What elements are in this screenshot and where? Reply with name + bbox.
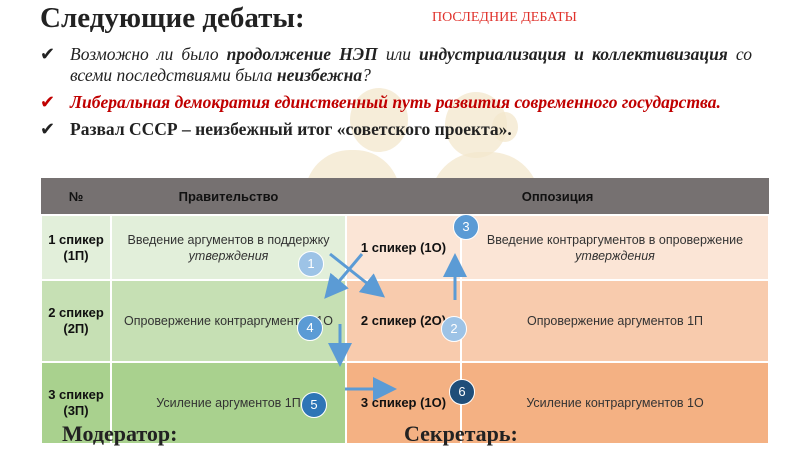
opp-speaker-cell: 1 спикер (1О)	[345, 214, 462, 281]
header-opposition: Оппозиция	[346, 178, 770, 215]
step-4-badge: 4	[297, 315, 323, 341]
topic-list: ✔ Возможно ли было продолжение НЭП или ин…	[40, 44, 752, 146]
gov-task-cell: Введение аргументов в поддержку утвержде…	[110, 214, 347, 281]
opp-task-cell: Усиление контраргументов 1О	[459, 361, 771, 445]
gov-speaker-cell: 2 спикер (2П)	[40, 279, 112, 363]
topic-text: Возможно ли было	[70, 44, 227, 64]
gov-speaker-cell: 3 спикер (3П)	[40, 361, 112, 445]
topic-text: ?	[362, 65, 371, 85]
figure-right-hand	[492, 112, 518, 142]
topic-item-ussr: ✔ Развал СССР – неизбежный итог «советско…	[40, 119, 752, 140]
gov-task-text: Введение аргументов в поддержку	[127, 232, 330, 247]
opp-task-cell: Введение контраргументов в опровержение …	[459, 214, 771, 281]
opp-task-text: Введение контраргументов в опровержение	[486, 232, 744, 247]
table-row: 3 спикер (3П) Усиление аргументов 1П 3 с…	[40, 361, 771, 445]
debate-table: № Правительство Оппозиция 1 спикер (1П) …	[40, 178, 771, 445]
last-debates-tag: ПОСЛЕДНИЕ ДЕБАТЫ	[432, 10, 577, 25]
gov-speaker-cell: 1 спикер (1П)	[40, 214, 112, 281]
topic-text: со всеми последствиями была	[70, 44, 752, 85]
arrow-gov1-to-opp2	[329, 252, 386, 298]
topic-emphasis: индустриализация и коллективизация	[419, 44, 728, 64]
topic-text: или	[377, 44, 420, 64]
header-government: Правительство	[111, 178, 346, 215]
topic-item-democracy: ✔ Либеральная демократия единственный пут…	[40, 92, 752, 113]
checkmark-icon: ✔	[40, 92, 56, 113]
topic-text: Развал СССР – неизбежный итог «советског…	[70, 119, 512, 139]
step-5-badge: 5	[301, 392, 327, 418]
table-row: 2 спикер (2П) Опровержение контраргумент…	[40, 279, 771, 363]
gov-task-cell: Опровержение контраргументов 1О	[110, 279, 347, 363]
moderator-label: Модератор:	[62, 421, 178, 446]
topic-emphasis: неизбежна	[276, 65, 363, 85]
step-6-badge: 6	[449, 379, 475, 405]
opp-speaker-cell: 2 спикер (2О)	[345, 279, 462, 363]
step-1-badge: 1	[298, 251, 324, 277]
table-header-row: № Правительство Оппозиция	[41, 178, 770, 215]
secretary-label: Секретарь:	[404, 421, 518, 446]
checkmark-icon: ✔	[40, 119, 56, 140]
header-num: №	[41, 178, 111, 215]
arrow-opp1-to-gov2	[324, 253, 364, 299]
slide-title: Следующие дебаты:	[40, 2, 305, 34]
topic-emphasis: продолжение НЭП	[226, 44, 378, 64]
step-2-badge: 2	[441, 316, 467, 342]
topic-text: Либеральная демократия единственный путь…	[70, 92, 721, 112]
opp-task-cell: Опровержение аргументов 1П	[459, 279, 771, 363]
topic-item-nep: ✔ Возможно ли было продолжение НЭП или ин…	[40, 44, 752, 86]
table-row: 1 спикер (1П) Введение аргументов в подд…	[40, 214, 771, 281]
opp-task-emphasis: утверждения	[575, 248, 655, 263]
gov-task-emphasis: утверждения	[188, 248, 269, 263]
step-3-badge: 3	[453, 214, 479, 240]
figure-left-head	[350, 88, 408, 152]
checkmark-icon: ✔	[40, 44, 56, 65]
